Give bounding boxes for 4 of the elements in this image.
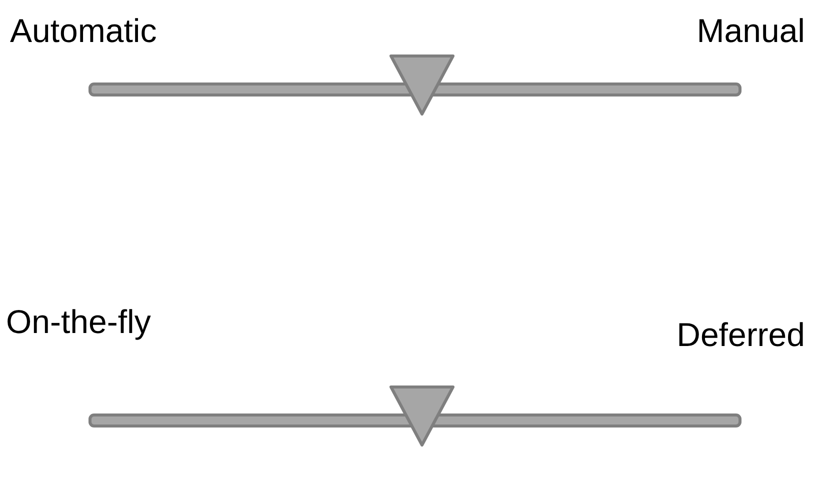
- scale-end-label: Manual: [696, 14, 805, 47]
- scale-end-label: Deferred: [676, 318, 805, 351]
- scale-end-label: On-the-fly: [6, 305, 151, 338]
- scale-end-label: Automatic: [10, 14, 157, 47]
